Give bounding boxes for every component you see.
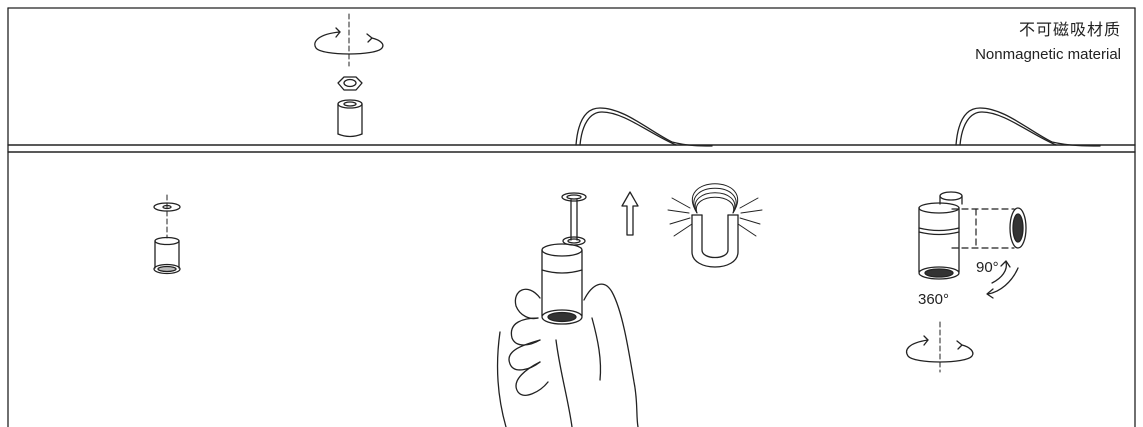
magnet-icon [667,183,763,268]
adjustable-spotlight-icon [918,191,1027,280]
material-note-english: Nonmagnetic material [975,46,1121,63]
diagram-frame [7,7,1136,427]
spotlight-body-icon [153,236,181,275]
rotate-arrow-icon [314,13,384,67]
cable-icon [575,107,713,147]
hex-nut-icon [337,76,363,91]
tilt-angle-label: 90° [976,259,999,276]
swivel-arrow-icon [905,321,974,373]
spotlight-mounting-icon [153,194,181,239]
tilt-arrow-icon [986,260,1019,299]
swivel-angle-label: 360° [918,291,950,308]
cable-icon [955,107,1101,147]
up-arrow-icon [621,191,639,236]
magnetic-mount-icon [561,192,587,246]
hand-icon [496,283,639,427]
sleeve-icon [337,99,363,138]
spotlight-in-hand-icon [541,243,583,325]
material-note-chinese: 不可磁吸材质 [1018,22,1121,39]
